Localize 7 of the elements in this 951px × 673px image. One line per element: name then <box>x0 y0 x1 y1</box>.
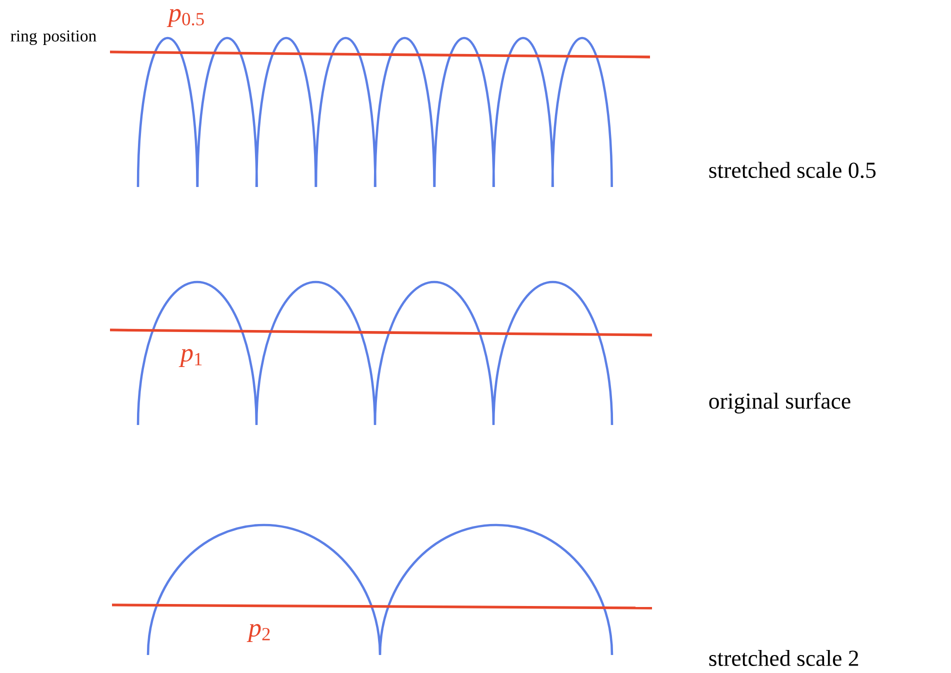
row-label: stretched scale 0.5 <box>709 162 876 178</box>
marker-label: p$_{0.5}$ <box>166 9 204 28</box>
row-label: stretched scale 2 <box>709 650 858 666</box>
marker-label: p$_{1}$ <box>178 349 202 368</box>
axis-label: ring position <box>10 30 96 45</box>
marker-label: p$_{2}$ <box>246 624 270 642</box>
row-label: original surface <box>709 392 850 414</box>
